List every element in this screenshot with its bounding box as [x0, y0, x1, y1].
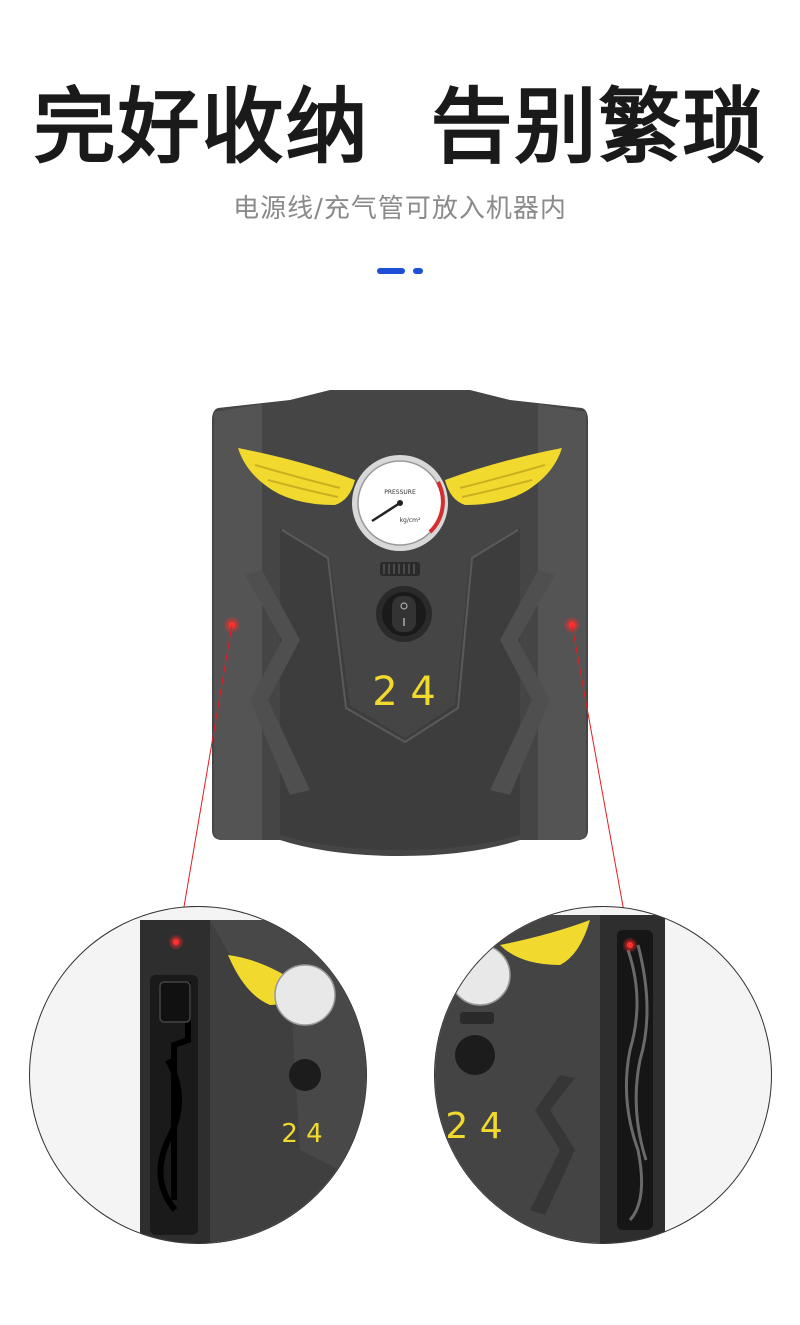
- switch-zoom-left: [289, 1059, 321, 1091]
- gauge-zoom-left: [274, 964, 336, 1026]
- gauge-needle: [371, 501, 401, 523]
- wing-zoom-right-icon: [500, 920, 590, 965]
- accent-bar-short: [413, 268, 423, 274]
- wing-right-icon: [445, 448, 562, 505]
- display-zoom-right: 2 4: [445, 1106, 502, 1147]
- pressure-gauge: PRESSURE kg/cm²: [352, 455, 448, 551]
- deflate-knob-icon[interactable]: [380, 562, 420, 576]
- power-switch[interactable]: [376, 586, 432, 642]
- laser-pointers: [177, 616, 631, 946]
- wing-left-icon: [238, 448, 355, 505]
- side-panel-right: [538, 404, 586, 840]
- zigzag-right: [490, 570, 555, 795]
- zoom-left: 2 4: [29, 906, 367, 1244]
- accent-bar: [377, 268, 423, 274]
- gauge-brand: PRESSURE: [384, 489, 416, 496]
- pressure-display: 2 4: [372, 669, 436, 715]
- air-compressor: PRESSURE kg/cm² 2 4: [212, 390, 588, 856]
- front-plate: [280, 528, 520, 850]
- subline: 电源线/充气管可放入机器内: [233, 194, 567, 224]
- power-plug-icon: [159, 981, 191, 1023]
- zoom-right: 2 4: [434, 906, 772, 1244]
- accent-bar-long: [377, 268, 405, 274]
- display-zoom-left: 2 4: [281, 1119, 322, 1149]
- gauge-zoom-right: [449, 944, 511, 1006]
- gauge-unit: kg/cm²: [400, 517, 421, 524]
- headline: 完好收纳 告别繁琐: [33, 80, 767, 175]
- switch-zoom-right: [455, 1035, 495, 1075]
- zigzag-left: [245, 570, 310, 795]
